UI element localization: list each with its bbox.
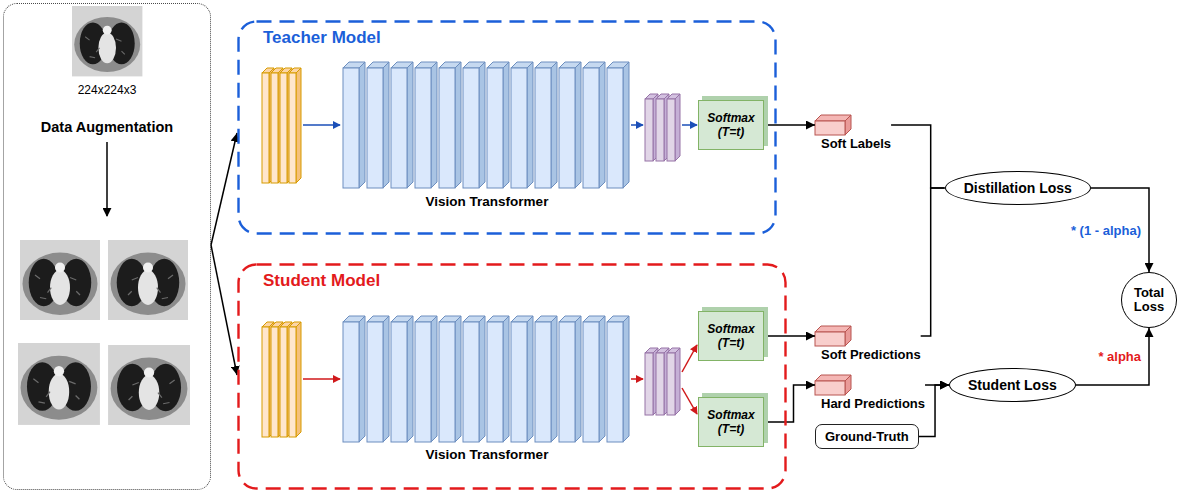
box-label: Ground-Truth	[825, 429, 909, 444]
group-title: Teacher Model	[263, 28, 381, 48]
loss-ellipse: Distillation Loss	[945, 171, 1091, 205]
connector	[891, 125, 945, 188]
connector	[1076, 328, 1149, 385]
loss-ellipse: Student Loss	[949, 368, 1076, 402]
group-title: Student Model	[263, 271, 380, 291]
transformer-layer	[583, 62, 605, 188]
student-layers	[262, 316, 697, 442]
connector	[921, 188, 945, 336]
tensor-icon	[815, 375, 851, 395]
flow-arrow	[682, 124, 697, 126]
transformer-layer	[463, 62, 485, 188]
flow-arrow	[303, 378, 340, 380]
transformer-layer	[511, 316, 533, 442]
ct-image	[72, 6, 142, 76]
icon-space	[815, 326, 851, 346]
augmentation-arrow	[106, 142, 108, 216]
flow-arrow	[631, 124, 643, 126]
softmax-label: Softmax (T=t)	[702, 111, 760, 140]
image-size-label: 224x224x3	[4, 83, 210, 97]
teacher-layers	[262, 62, 697, 188]
icon-space	[815, 375, 851, 395]
transformer-layer	[343, 62, 365, 188]
transformer-layer	[439, 316, 461, 442]
connector	[764, 385, 815, 422]
caption-label: Vision Transformer	[426, 194, 549, 209]
transformer-layer	[367, 316, 389, 442]
connector	[211, 133, 237, 245]
loss-label: Distillation Loss	[964, 180, 1072, 196]
transformer-layer	[607, 62, 629, 188]
connector	[764, 335, 815, 337]
augmented-ct-image	[18, 343, 100, 425]
weight-label: * (1 - alpha)	[1069, 223, 1143, 238]
head-layer	[667, 348, 680, 415]
weight-label: * alpha	[1096, 349, 1143, 364]
ground-truth-box: Ground-Truth	[815, 424, 919, 449]
total-loss-circle: Total Loss	[1121, 272, 1177, 328]
flow-arrow	[682, 345, 697, 372]
flow-arrow	[631, 378, 643, 380]
input-panel: 224x224x3Data Augmentation	[3, 3, 211, 490]
transformer-layer	[511, 62, 533, 188]
augmented-ct-image	[108, 345, 190, 425]
flow-arrow	[682, 388, 697, 414]
transformer-layer	[415, 316, 437, 442]
transformer-layer	[439, 62, 461, 188]
transformer-layer	[391, 62, 413, 188]
transformer-layer	[391, 316, 413, 442]
embedding-layer	[289, 68, 301, 183]
connector	[211, 245, 237, 375]
transformer-layer	[415, 62, 437, 188]
head-layer	[667, 94, 680, 161]
loss-label: Total Loss	[1122, 286, 1176, 315]
tensor-label: Soft Predictions	[821, 347, 921, 362]
augmented-ct-image	[108, 240, 188, 320]
embedding-layer	[289, 322, 301, 437]
transformer-layer	[583, 316, 605, 442]
tensor-icon	[815, 115, 851, 135]
step-title: Data Augmentation	[4, 119, 210, 135]
output-tensor: Hard Predictions	[815, 375, 925, 411]
tensor-icon	[815, 326, 851, 346]
caption-label: Vision Transformer	[426, 447, 549, 462]
transformer-layer	[487, 316, 509, 442]
transformer-layer	[607, 316, 629, 442]
softmax-label: Softmax (T=t)	[702, 408, 760, 437]
connector	[764, 124, 815, 126]
transformer-layer	[487, 62, 509, 188]
output-tensor: Soft Labels	[815, 115, 891, 151]
softmax-box: Softmax (T=t)	[698, 311, 764, 361]
loss-label: Student Loss	[968, 377, 1057, 393]
transformer-layer	[343, 316, 365, 442]
transformer-layer	[463, 316, 485, 442]
transformer-layer	[367, 62, 389, 188]
transformer-layer	[535, 62, 557, 188]
icon-space	[815, 115, 851, 135]
dashed-outline-rect	[239, 22, 776, 234]
tensor-label: Hard Predictions	[821, 396, 925, 411]
dashed-outline-rect	[239, 265, 786, 489]
transformer-layer	[559, 316, 581, 442]
transformer-layer	[559, 62, 581, 188]
augmented-ct-image	[20, 240, 100, 320]
softmax-box: Softmax (T=t)	[698, 397, 764, 447]
output-tensor: Soft Predictions	[815, 326, 921, 362]
softmax-box: Softmax (T=t)	[698, 100, 764, 150]
softmax-label: Softmax (T=t)	[702, 322, 760, 351]
transformer-layer	[535, 316, 557, 442]
flow-arrow	[303, 124, 340, 126]
tensor-label: Soft Labels	[821, 136, 891, 151]
